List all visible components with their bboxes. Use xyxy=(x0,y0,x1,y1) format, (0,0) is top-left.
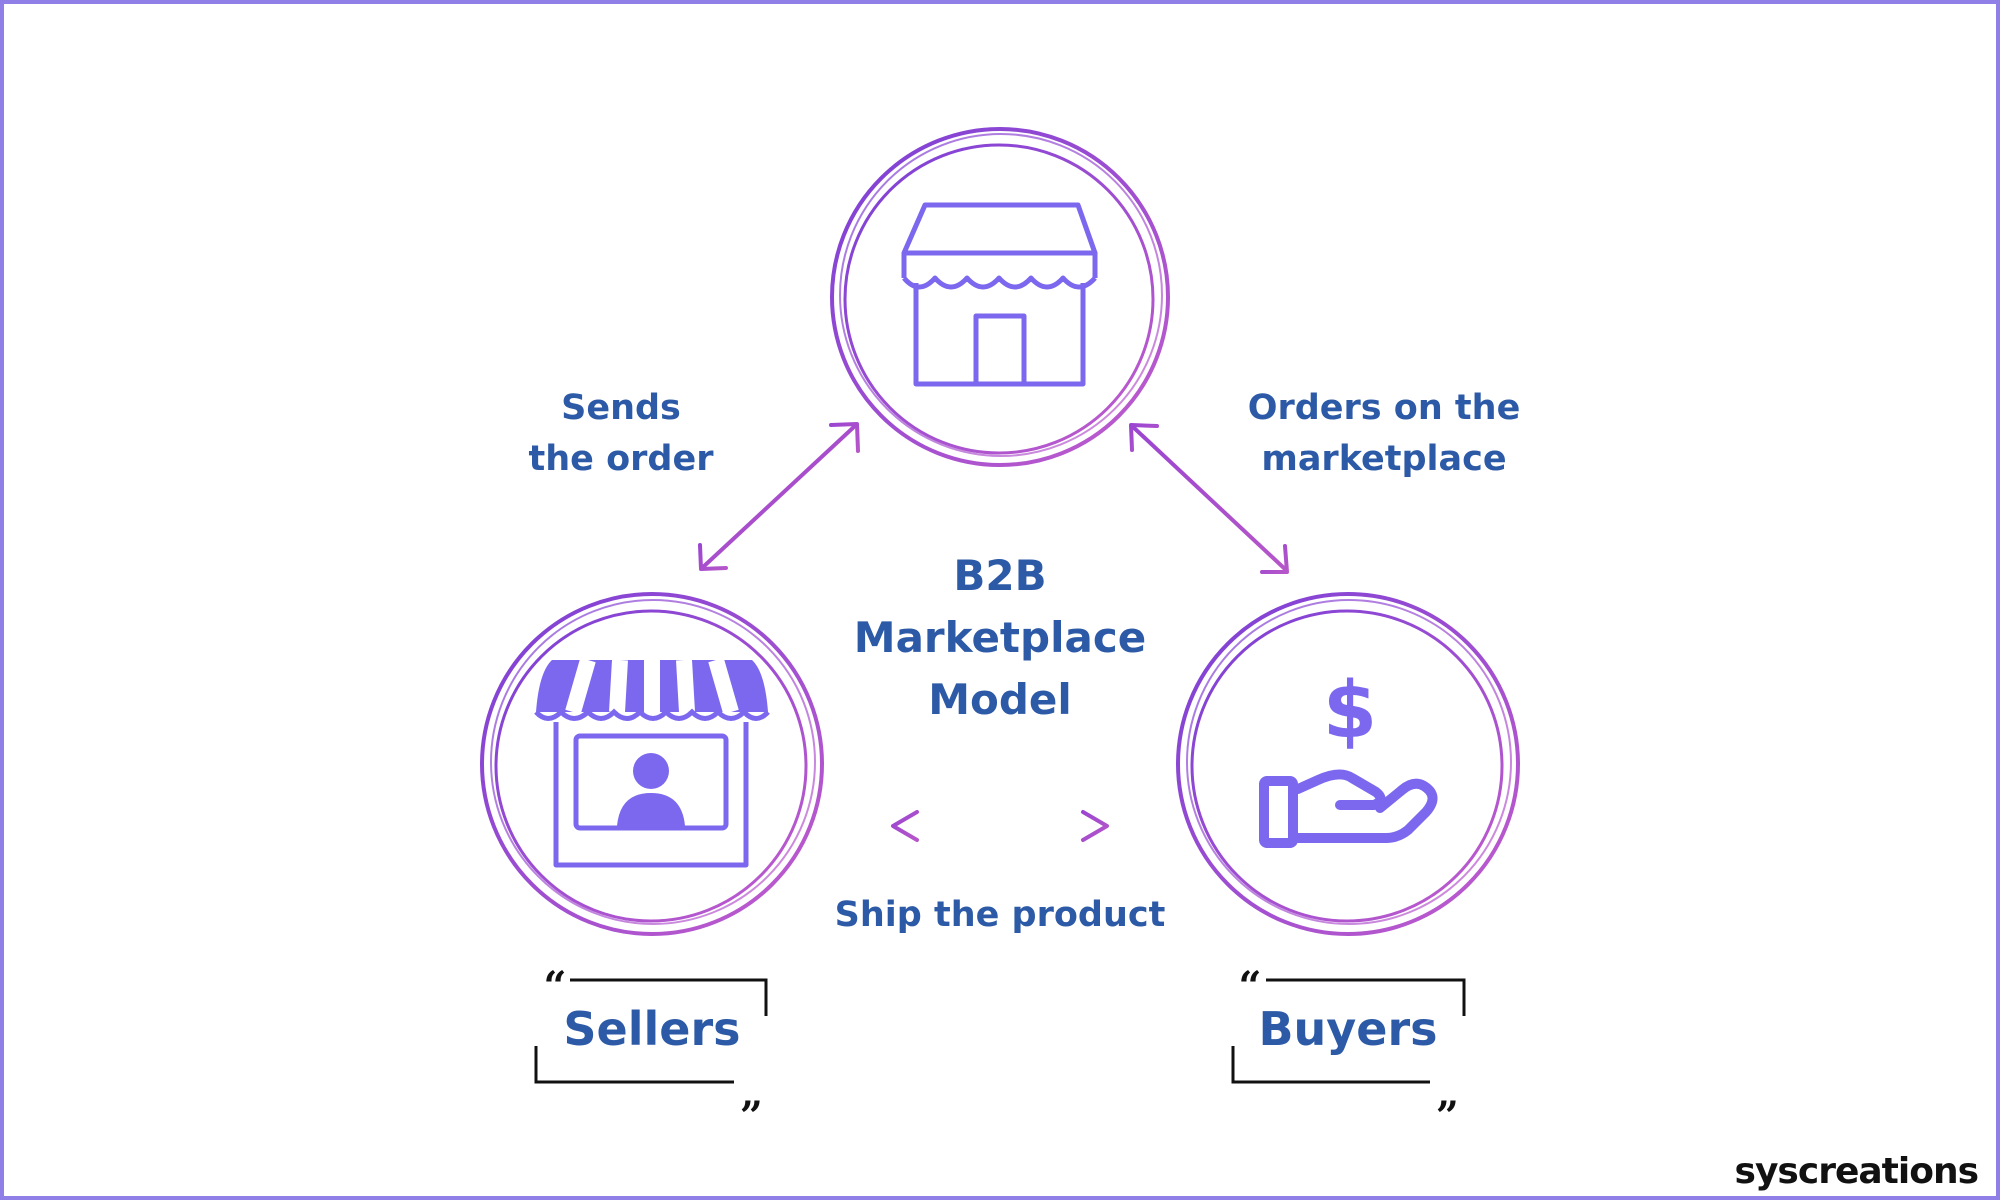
sellers-quote-frame xyxy=(534,978,768,1084)
diagram-title: B2B Marketplace Model xyxy=(780,545,1220,731)
svg-text:„: „ xyxy=(1436,1070,1459,1117)
edge-label-line: Sends xyxy=(561,388,681,428)
svg-text:„: „ xyxy=(740,1070,763,1117)
svg-text:“: “ xyxy=(543,963,566,1010)
arrow-sellers-marketplace xyxy=(698,422,860,571)
edge-label-line: Ship the product xyxy=(834,895,1166,935)
sellers-quote-marks: “ „ xyxy=(543,963,763,1117)
buyers-quote-marks: “ „ xyxy=(1238,963,1459,1117)
edge-label-ship-product: Ship the product xyxy=(800,890,1200,941)
marketplace-ring xyxy=(830,127,1170,467)
svg-text:$: $ xyxy=(1323,666,1377,756)
edge-label-line: Orders on the xyxy=(1247,388,1521,428)
seller-stall-icon xyxy=(534,657,770,868)
buyers-quote-frame xyxy=(1231,978,1466,1084)
sellers-label: Sellers xyxy=(563,1002,741,1056)
buyers-ring xyxy=(1176,592,1520,936)
edge-label-orders-marketplace: Orders on the marketplace xyxy=(1234,383,1534,485)
hand-dollar-icon: $ xyxy=(1259,666,1438,848)
edge-label-sends-order: Sends the order xyxy=(510,383,732,485)
brand-logo: syscreations xyxy=(1734,1151,1979,1192)
storefront-icon xyxy=(901,202,1098,387)
title-line: Model xyxy=(928,675,1072,724)
title-line: Marketplace xyxy=(853,613,1147,662)
arrow-marketplace-buyers xyxy=(1129,423,1289,574)
edge-label-line: the order xyxy=(528,439,714,479)
svg-text:“: “ xyxy=(1238,963,1261,1010)
buyers-label: Buyers xyxy=(1258,1002,1438,1056)
sellers-ring xyxy=(480,592,824,936)
title-line: B2B xyxy=(953,551,1047,600)
edge-label-line: marketplace xyxy=(1261,439,1507,479)
arrow-sellers-buyers xyxy=(891,810,1109,842)
